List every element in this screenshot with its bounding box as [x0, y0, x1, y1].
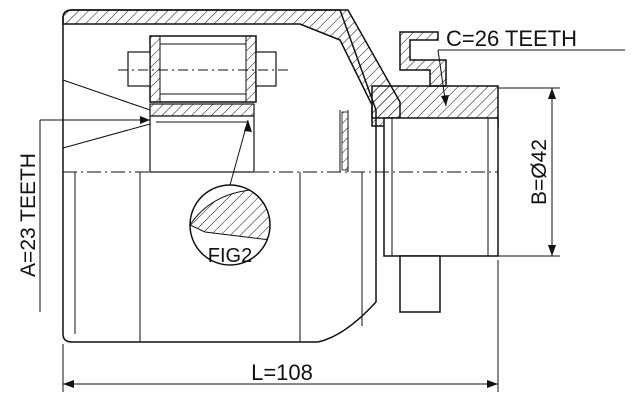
label-fig2: FIG2: [208, 245, 252, 267]
spider-hub: [149, 103, 255, 173]
fig2-detail: [189, 119, 271, 266]
diameter-b-dimension: [498, 87, 560, 257]
label-spline-a: A=23 TEETH: [17, 153, 40, 277]
housing-shoulder-section: [62, 9, 401, 119]
label-spline-c: C=26 TEETH: [446, 26, 577, 51]
spline-c-leader: [437, 49, 625, 107]
spline-a-leader: [39, 79, 151, 312]
inner-bore: [63, 110, 498, 342]
tripod-roller: [118, 35, 290, 103]
stub-shaft: [371, 85, 499, 313]
label-diameter-b: B=Ø42: [528, 139, 551, 205]
seal-ring: [399, 31, 447, 87]
label-length-l: L=108: [251, 360, 313, 385]
length-l-dimension: [62, 260, 499, 392]
